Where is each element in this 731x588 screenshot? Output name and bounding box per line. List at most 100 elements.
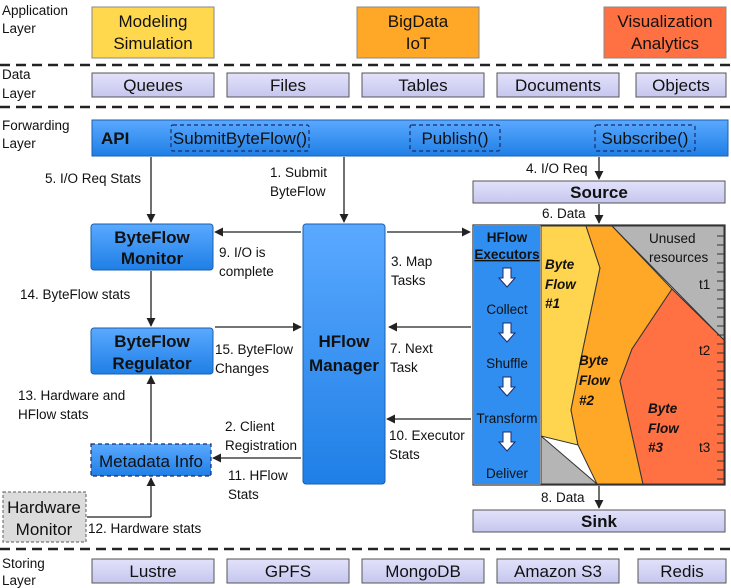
svg-text:Task: Task <box>390 360 418 375</box>
svg-text:9. I/O is: 9. I/O is <box>219 245 266 260</box>
svg-text:GPFS: GPFS <box>265 562 311 581</box>
svg-text:Queues: Queues <box>123 76 183 95</box>
byteflow-3-region <box>619 288 725 485</box>
svg-text:Monitor: Monitor <box>121 249 184 268</box>
svg-text:Regulator: Regulator <box>112 354 192 373</box>
label-hardware-hflow-stats: 13. Hardware and HFlow stats <box>18 388 125 422</box>
time-label-t2: t2 <box>699 343 710 358</box>
time-label-t1: t1 <box>699 277 710 292</box>
app-box-bigdata: BigData IoT <box>356 6 480 59</box>
svg-text:Tasks: Tasks <box>391 273 426 288</box>
byteflow-2-region <box>570 225 673 485</box>
svg-text:Objects: Objects <box>652 76 710 95</box>
storage-box-mongodb: MongoDB <box>361 558 485 584</box>
api-call-submitbyteflow: SubmitByteFlow() <box>170 124 310 152</box>
svg-text:Executors: Executors <box>474 247 539 262</box>
svg-text:#2: #2 <box>579 393 595 408</box>
svg-text:Stats: Stats <box>228 487 259 502</box>
svg-text:Registration: Registration <box>225 438 297 453</box>
stage-collect: Collect <box>486 302 528 317</box>
svg-text:Source: Source <box>570 183 628 202</box>
byteflow-1-label: Byte Flow #1 <box>545 257 577 311</box>
svg-text:#3: #3 <box>648 440 664 455</box>
stage-shuffle: Shuffle <box>486 356 528 371</box>
svg-text:Byte: Byte <box>648 401 678 416</box>
svg-text:Tables: Tables <box>398 76 447 95</box>
svg-text:Stats: Stats <box>389 447 420 462</box>
svg-text:Flow: Flow <box>648 421 680 436</box>
label-byteflow-changes: 15. ByteFlow Changes <box>215 342 293 376</box>
label-hardware-stats: 12. Hardware stats <box>88 521 202 536</box>
svg-text:Unused: Unused <box>649 231 696 246</box>
svg-text:ByteFlow: ByteFlow <box>114 332 190 351</box>
svg-text:Byte: Byte <box>579 353 609 368</box>
data-layer-label: Data Layer <box>2 67 36 101</box>
svg-text:Lustre: Lustre <box>129 562 176 581</box>
time-label-t3: t3 <box>699 440 710 455</box>
label-data-8: 8. Data <box>541 490 585 505</box>
label-executor-stats: 10. Executor Stats <box>389 428 465 462</box>
data-box-queues: Queues <box>91 72 215 98</box>
storage-box-gpfs: GPFS <box>226 558 350 584</box>
svg-text:complete: complete <box>219 264 274 279</box>
svg-text:1. Submit: 1. Submit <box>270 165 327 180</box>
label-submit-byteflow: 1. Submit ByteFlow <box>270 165 327 199</box>
svg-text:Metadata Info: Metadata Info <box>99 452 203 471</box>
app-box-visualization: Visualization Analytics <box>603 6 727 59</box>
svg-text:ByteFlow: ByteFlow <box>270 184 326 199</box>
connectors <box>87 157 604 518</box>
data-box-objects: Objects <box>635 72 727 98</box>
svg-text:HFlow: HFlow <box>487 230 528 245</box>
svg-text:ByteFlow: ByteFlow <box>114 228 190 247</box>
svg-text:15. ByteFlow: 15. ByteFlow <box>215 342 293 357</box>
label-client-registration: 2. Client Registration <box>225 419 297 453</box>
svg-text:10. Executor: 10. Executor <box>389 428 465 443</box>
stage-deliver: Deliver <box>486 466 529 481</box>
svg-text:Forwarding: Forwarding <box>2 118 70 133</box>
svg-text:Analytics: Analytics <box>631 34 699 53</box>
svg-text:SubmitByteFlow(): SubmitByteFlow() <box>173 129 307 148</box>
svg-text:Amazon S3: Amazon S3 <box>514 562 602 581</box>
label-io-req: 4. I/O Req <box>526 161 588 176</box>
label-byteflow-stats: 14. ByteFlow stats <box>20 287 131 302</box>
svg-text:HFlow stats: HFlow stats <box>18 407 89 422</box>
svg-text:7. Next: 7. Next <box>390 341 433 356</box>
svg-text:Sink: Sink <box>581 512 617 531</box>
storage-box-amazon-s3: Amazon S3 <box>496 558 620 584</box>
svg-text:resources: resources <box>649 250 709 265</box>
storage-box-redis: Redis <box>637 558 727 584</box>
svg-text:Flow: Flow <box>579 373 611 388</box>
data-box-tables: Tables <box>361 72 485 98</box>
svg-text:Redis: Redis <box>660 562 703 581</box>
svg-text:HFlow: HFlow <box>319 332 371 351</box>
source-box: Source <box>472 180 726 204</box>
application-layer-label: Application Layer <box>2 3 68 36</box>
byteflow-regulator-box: ByteFlow Regulator <box>90 327 214 375</box>
svg-text:3. Map: 3. Map <box>391 254 432 269</box>
svg-text:Changes: Changes <box>215 361 269 376</box>
svg-text:IoT: IoT <box>406 34 431 53</box>
svg-text:#1: #1 <box>545 296 560 311</box>
unused-resources-region-bottom <box>540 434 599 485</box>
svg-text:Files: Files <box>270 76 306 95</box>
byteflow-3-label: Byte Flow #3 <box>648 401 680 455</box>
executor-arrows <box>497 267 517 452</box>
svg-text:Application: Application <box>2 3 68 18</box>
hflow-manager-box: HFlow Manager <box>302 223 386 485</box>
data-box-documents: Documents <box>496 72 620 98</box>
time-ticks <box>717 235 724 480</box>
svg-text:Byte: Byte <box>545 257 575 272</box>
svg-text:Data: Data <box>2 67 31 82</box>
svg-text:Layer: Layer <box>2 21 36 36</box>
storing-layer-label: Storing Layer <box>2 556 45 588</box>
svg-text:Flow: Flow <box>545 277 577 292</box>
app-box-modeling: Modeling Simulation <box>91 6 215 59</box>
forwarding-layer-label: Forwarding Layer <box>2 118 70 151</box>
svg-text:Manager: Manager <box>309 356 379 375</box>
svg-text:API: API <box>101 129 129 148</box>
svg-text:Subscribe(): Subscribe() <box>602 129 689 148</box>
label-data-6: 6. Data <box>542 206 586 221</box>
svg-text:13. Hardware and: 13. Hardware and <box>18 388 125 403</box>
sink-box: Sink <box>472 509 726 533</box>
byteflow-2-label: Byte Flow #2 <box>579 353 611 408</box>
